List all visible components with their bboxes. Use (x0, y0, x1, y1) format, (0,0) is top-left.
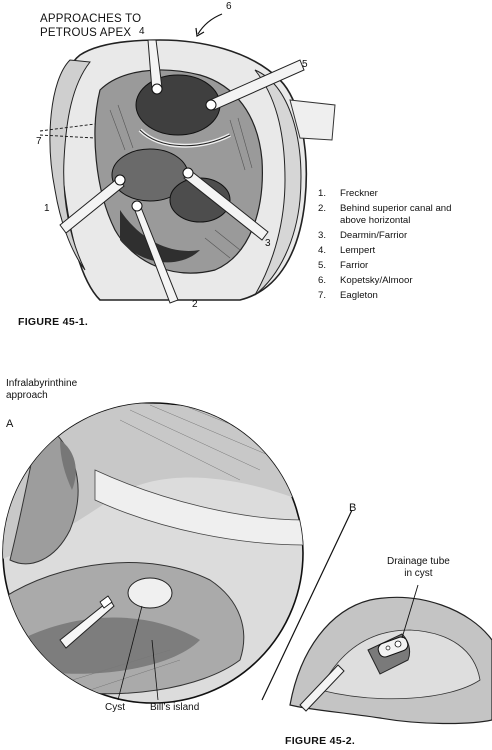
legend-item: 4. Lempert (318, 243, 451, 258)
legend-text: Lempert (340, 245, 376, 256)
legend-item: 3. Dearmin/Farrior (318, 228, 451, 243)
legend-number: 6. (318, 275, 327, 286)
infralabyrinthine-illustration (2, 402, 492, 725)
legend-text: Eagleton (340, 290, 378, 301)
legend-item: 5. Farrior (318, 258, 451, 273)
cyst-label: Cyst (105, 702, 125, 713)
drainage-label-line1: Drainage tube (387, 556, 450, 567)
panel-a-label: A (6, 418, 14, 430)
legend-item: 2. Behind superior canal and (318, 201, 451, 216)
legend-text: Dearmin/Farrior (340, 230, 408, 241)
approach-label-line2: approach (6, 390, 48, 401)
pointer-number-4: 4 (139, 26, 145, 37)
panel-b-label: B (349, 502, 357, 514)
drainage-tube-label: Drainage tube in cyst (387, 556, 450, 580)
legend-text: Freckner (340, 188, 378, 199)
drainage-label-line2: in cyst (404, 568, 433, 579)
figure1-title-line1: APPROACHES TO (40, 13, 142, 25)
petrous-apex-illustration (39, 13, 336, 304)
legend-number: 2. (318, 203, 327, 214)
figure1-title: APPROACHES TO PETROUS APEX (40, 12, 141, 40)
legend-text: Farrior (340, 260, 369, 271)
legend-number: 3. (318, 230, 327, 241)
pointer-number-3: 3 (265, 238, 271, 249)
legend-number: 7. (318, 290, 327, 301)
pointer-number-5: 5 (302, 59, 308, 70)
legend-number: 5. (318, 260, 327, 271)
legend-text: above horizontal (340, 215, 411, 226)
legend-text: Kopetsky/Almoor (340, 275, 413, 286)
legend-item: 6. Kopetsky/Almoor (318, 273, 451, 288)
pointer-number-7: 7 (36, 136, 42, 147)
pointer-number-6: 6 (226, 1, 232, 12)
approach-label: Infralabyrinthine approach (6, 378, 77, 402)
figure2-caption: FIGURE 45-2. (285, 735, 356, 747)
approaches-legend: 1. Freckner 2. Behind superior canal and a… (318, 186, 451, 303)
legend-item: 7. Eagleton (318, 288, 451, 303)
figure1-caption: FIGURE 45-1. (18, 316, 89, 328)
pointer-number-1: 1 (44, 203, 50, 214)
legend-number: 4. (318, 245, 327, 256)
legend-number: 1. (318, 188, 327, 199)
legend-text: Behind superior canal and (340, 203, 452, 214)
legend-item: above horizontal (318, 213, 451, 228)
pointer-number-2: 2 (192, 299, 198, 310)
figure1-title-line2: PETROUS APEX (40, 27, 132, 39)
approach-label-line1: Infralabyrinthine (6, 378, 78, 389)
bills-island-label: Bill’s island (150, 702, 200, 713)
legend-item: 1. Freckner (318, 186, 451, 201)
